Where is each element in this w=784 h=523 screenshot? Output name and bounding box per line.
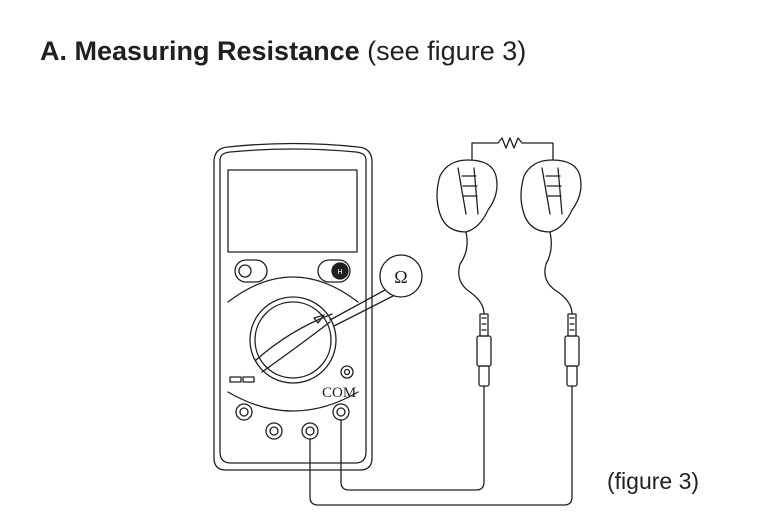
function-button: H	[317, 259, 351, 283]
input-jacks	[235, 403, 350, 440]
hold-button	[234, 259, 268, 283]
ohm-symbol-icon: Ω	[394, 267, 407, 287]
left-test-plug	[476, 313, 492, 471]
figure-caption: (figure 3)	[607, 468, 700, 494]
rotary-dial	[249, 296, 337, 384]
heading-subtitle: (see figure 3)	[367, 36, 527, 66]
left-alligator-clip	[436, 159, 498, 315]
svg-text:H: H	[337, 269, 342, 276]
display-screen	[227, 169, 358, 253]
com-label: COM	[322, 385, 356, 401]
right-alligator-clip	[520, 159, 582, 315]
resistor	[471, 137, 554, 161]
test-leads	[309, 419, 573, 506]
buzzer-icon	[340, 365, 354, 379]
ohm-callout	[329, 254, 423, 327]
heading-title: A. Measuring Resistance	[40, 36, 360, 66]
multimeter: H	[213, 142, 373, 471]
section-heading: A. Measuring Resistance (see figure 3)	[40, 34, 526, 68]
right-test-plug	[564, 313, 580, 498]
